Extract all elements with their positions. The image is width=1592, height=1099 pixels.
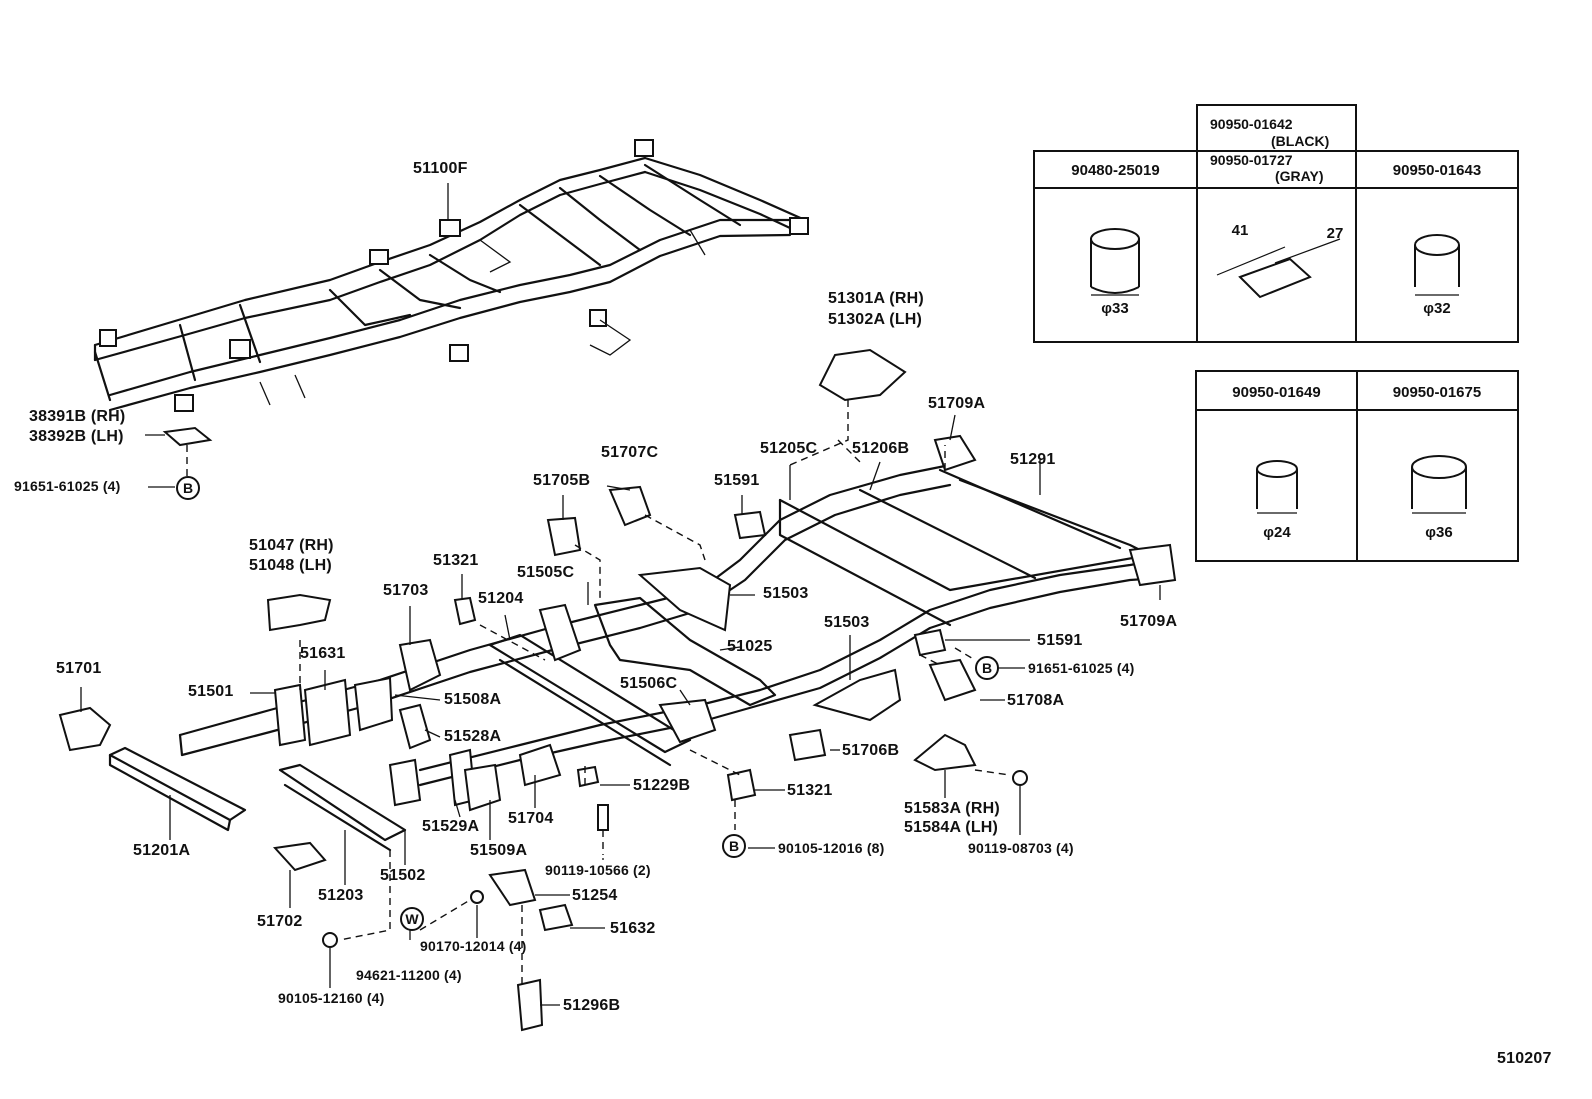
plug-icon — [1414, 234, 1460, 296]
part-label-51203: 51203 — [318, 887, 364, 904]
diagram-code: 510207 — [1497, 1050, 1552, 1067]
part-label-51502: 51502 — [380, 867, 426, 884]
part-label-51301A: 51301A (RH) — [828, 290, 924, 307]
part-label-51583A: 51583A (RH) — [904, 800, 1000, 817]
plug-diameter-3: φ32 — [1423, 300, 1451, 317]
part-label-94621-11200: 94621-11200 (4) — [356, 967, 462, 983]
plug-header-2c: 90950-01727 — [1210, 152, 1293, 168]
plug-icon — [1411, 455, 1467, 514]
part-label-51254: 51254 — [572, 887, 618, 904]
part-label-91651-61025-right: 91651-61025 (4) — [1028, 660, 1135, 676]
part-label-51704: 51704 — [508, 810, 554, 827]
part-label-90105-12160: 90105-12160 (4) — [278, 990, 385, 1006]
part-label-51703: 51703 — [383, 582, 429, 599]
part-label-51632: 51632 — [610, 920, 656, 937]
marker-w-circle: W — [400, 907, 424, 931]
part-label-51321-upper: 51321 — [433, 552, 479, 569]
part-label-51631: 51631 — [300, 645, 346, 662]
plug-table-bottom-divider — [1356, 372, 1358, 560]
plug-table-bottom-header-divider — [1197, 409, 1517, 411]
plug-header-2d: (GRAY) — [1275, 168, 1324, 184]
part-label-38392B: 38392B (LH) — [29, 428, 124, 445]
part-label-51702: 51702 — [257, 913, 303, 930]
part-label-51206B: 51206B — [852, 440, 910, 457]
part-label-51705B: 51705B — [533, 472, 591, 489]
part-label-51708A: 51708A — [1007, 692, 1065, 709]
plug-header-01649: 90950-01649 — [1232, 384, 1321, 401]
part-label-51591-lower: 51591 — [1037, 632, 1083, 649]
part-label-51503-lower: 51503 — [824, 614, 870, 631]
marker-b-circle: B — [975, 656, 999, 680]
part-label-51321-lower: 51321 — [787, 782, 833, 799]
plug-icon — [1090, 228, 1140, 296]
plug-diameter-36: φ36 — [1425, 524, 1453, 541]
part-label-51205C: 51205C — [760, 440, 818, 457]
part-label-51584A: 51584A (LH) — [904, 819, 999, 836]
part-label-51528A: 51528A — [444, 728, 502, 745]
plug-header-1: 90480-25019 — [1071, 162, 1160, 179]
plug-illustrations-bottom — [1256, 455, 1467, 514]
plug-header-3: 90950-01643 — [1392, 162, 1482, 179]
plug-table-bottom: 90950-01649 90950-01675 φ24 φ36 — [1195, 370, 1519, 562]
part-label-51047: 51047 (RH) — [249, 537, 334, 554]
plug-table-top: 90480-25019 90950-01643 90950-01642 (BLA… — [1033, 104, 1519, 343]
frame-assembly-drawing — [93, 139, 809, 412]
part-label-90119-10566: 90119-10566 (2) — [545, 862, 651, 878]
plug-header-2b: (BLACK) — [1271, 133, 1330, 149]
part-label-51506C: 51506C — [620, 675, 678, 692]
plug-table-header-divider — [1035, 187, 1517, 189]
plug-dim-41: 41 — [1231, 222, 1249, 239]
part-label-38391B: 38391B (RH) — [29, 408, 126, 425]
part-label-51706B: 51706B — [842, 742, 900, 759]
plug-illustrations-top — [1090, 228, 1460, 299]
plug-icon — [1256, 460, 1298, 514]
part-label-51201A: 51201A — [133, 842, 191, 859]
plug-diameter-1: φ33 — [1101, 300, 1129, 317]
part-label-90170-12014: 90170-12014 (4) — [420, 938, 527, 954]
part-label-51229B: 51229B — [633, 777, 691, 794]
part-label-90119-08703: 90119-08703 (4) — [968, 840, 1074, 856]
part-label-51508A: 51508A — [444, 691, 502, 708]
part-label-91651-61025-left: 91651-61025 (4) — [14, 478, 121, 494]
part-label-51701: 51701 — [56, 660, 102, 677]
marker-b-circle: B — [176, 476, 200, 500]
part-label-51707C: 51707C — [601, 444, 659, 461]
plug-diameter-24: φ24 — [1263, 524, 1291, 541]
part-label-51501: 51501 — [188, 683, 234, 700]
part-label-51204: 51204 — [478, 590, 524, 607]
part-label-51025: 51025 — [727, 638, 773, 655]
plug-dim-27: 27 — [1326, 225, 1344, 242]
part-label-51709A-lower: 51709A — [1120, 613, 1178, 630]
part-label-51591-upper: 51591 — [714, 472, 760, 489]
part-label-51503-right: 51503 — [763, 585, 809, 602]
part-label-90105-12016: 90105-12016 (8) — [778, 840, 885, 856]
part-label-51291: 51291 — [1010, 451, 1056, 468]
plug-icon-oval — [1216, 238, 1341, 299]
plug-header-2a: 90950-01642 — [1210, 116, 1293, 132]
part-label-51296B: 51296B — [563, 997, 621, 1014]
plug-header-01675: 90950-01675 — [1392, 384, 1482, 401]
marker-b-circle: B — [722, 834, 746, 858]
part-label-51048: 51048 (LH) — [249, 557, 332, 574]
part-label-51509A: 51509A — [470, 842, 528, 859]
part-label-51529A: 51529A — [422, 818, 480, 835]
part-label-51302A: 51302A (LH) — [828, 311, 923, 328]
part-label-51100F: 51100F — [413, 160, 468, 177]
plug-table-column-2 — [1196, 104, 1357, 343]
part-label-51505C: 51505C — [517, 564, 575, 581]
part-label-51709A-upper: 51709A — [928, 395, 986, 412]
